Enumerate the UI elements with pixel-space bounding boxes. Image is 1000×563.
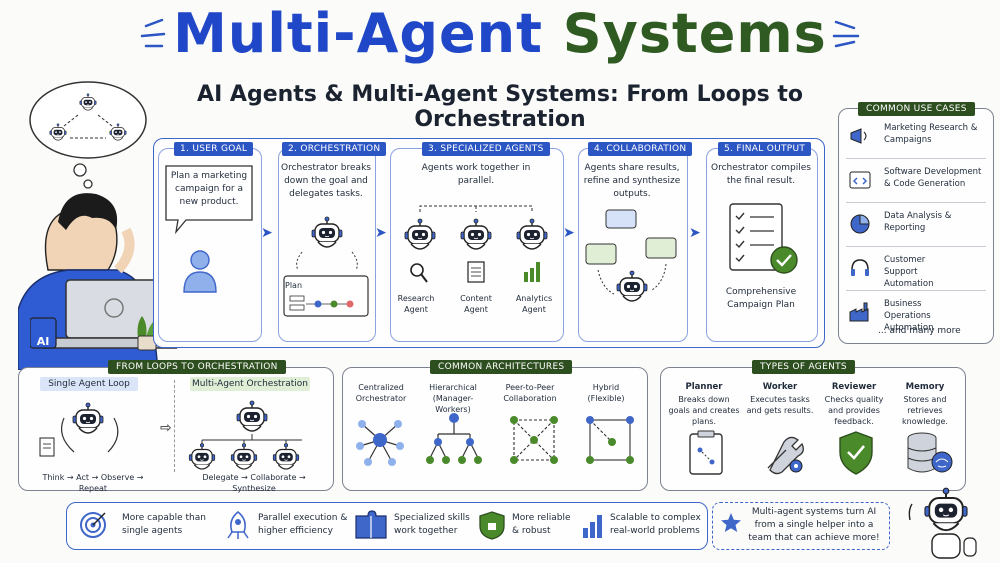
agents-illustration <box>404 205 548 283</box>
title-part-1: Multi-Agent <box>173 2 543 65</box>
benefit-text: Specialized skills work together <box>394 513 470 536</box>
planner-title: Planner <box>685 382 723 392</box>
use-case-text: Customer Support Automation <box>884 255 934 289</box>
use-case-text: Marketing Research & Campaigns <box>884 123 978 145</box>
arch-hierarchical-label: Hierarchical (Manager-Workers) <box>429 383 477 414</box>
loop-transition-arrow-icon: ⇨ <box>160 420 172 436</box>
clipboard-icon <box>689 430 723 475</box>
multi-agent-orchestration-label: Multi-Agent Orchestration <box>190 377 310 391</box>
worker-desc: Executes tasks and gets results. <box>746 395 814 415</box>
arrow-1-icon: ➤ <box>261 225 273 241</box>
star-icon <box>721 513 741 532</box>
use-case-text: Software Development & Code Generation <box>884 167 982 189</box>
arrow-3-icon: ➤ <box>563 225 575 241</box>
pie-chart-icon <box>850 214 870 234</box>
bar-chart-icon <box>583 515 602 538</box>
shield-check-icon <box>839 431 873 475</box>
analytics-agent-label: Analytics Agent <box>515 294 553 314</box>
page-title: Multi-Agent Systems <box>0 2 1000 65</box>
arch-peer-to-peer-label: Peer-to-Peer Collaboration <box>503 383 557 403</box>
loops-divider <box>174 380 175 472</box>
benefit-text: Scalable to complex real-world problems <box>610 513 701 536</box>
arch-hybrid-label: Hybrid (Flexible) <box>587 383 625 403</box>
benefit-text: More reliable & robust <box>512 513 571 536</box>
single-loop-caption: Think → Act → Observe → Repeat <box>42 473 144 493</box>
research-agent-label: Research Agent <box>397 294 435 314</box>
stage-5-label: 5. FINAL OUTPUT <box>718 142 812 156</box>
architecture-diagrams <box>356 413 634 466</box>
checklist-icon <box>729 203 798 274</box>
left-sparkle-icon <box>140 18 166 48</box>
stage-5-text: Orchestrator compiles the final result. <box>711 163 811 186</box>
use-cases-more: ... and many more <box>878 326 961 336</box>
reviewer-title: Reviewer <box>831 382 877 392</box>
stage-1-text: Plan a marketing campaign for a new prod… <box>170 171 248 207</box>
multi-orchestration-caption: Delegate → Collaborate → Synthesize <box>202 473 306 493</box>
speech-bubble-icon <box>165 165 253 234</box>
loops-label: FROM LOOPS TO ORCHESTRATION <box>108 360 286 374</box>
single-agent-loop-diagram <box>39 402 119 457</box>
use-case-item: Business Operations Automation <box>846 294 986 334</box>
code-icon <box>849 171 871 189</box>
laptop-illustration <box>30 279 178 351</box>
use-case-item: Software Development & Code Generation <box>846 162 986 203</box>
worker-title: Worker <box>762 382 798 392</box>
use-case-text: Business Operations Automation <box>884 299 934 333</box>
laptop-badge: AI <box>36 335 50 348</box>
arch-centralized-label: Centralized Orchestrator <box>355 383 407 403</box>
memory-desc: Stores and retrieves knowledge. <box>902 395 948 426</box>
architectures-label: COMMON ARCHITECTURES <box>430 360 573 374</box>
closing-text: Multi-agent systems turn AI from a singl… <box>748 507 880 543</box>
arrow-4-icon: ➤ <box>689 225 701 241</box>
database-brain-icon <box>907 432 953 473</box>
stage-3-label: 3. SPECIALIZED AGENTS <box>422 142 550 156</box>
use-case-item: Data Analysis & Reporting <box>846 206 986 247</box>
use-cases-label: COMMON USE CASES <box>858 102 975 116</box>
orchestrator-robot-icon <box>283 216 369 317</box>
plan-label: Plan <box>285 281 303 290</box>
multi-agent-orchestration-diagram <box>188 400 302 470</box>
memory-title: Memory <box>905 382 945 392</box>
use-case-item: Customer Support Automation <box>846 250 986 291</box>
headset-icon <box>851 259 869 276</box>
agent-types-label: TYPES OF AGENTS <box>752 360 855 374</box>
use-case-text: Data Analysis & Reporting <box>884 211 952 233</box>
factory-icon <box>849 302 869 322</box>
closing-panel <box>712 502 890 550</box>
target-icon <box>80 512 106 538</box>
shield-icon <box>479 511 505 540</box>
user-icon <box>183 250 217 293</box>
title-part-2: Systems <box>562 2 827 65</box>
waving-robot-icon <box>908 487 977 559</box>
stage-4-text: Agents share results, refine and synthes… <box>583 163 681 199</box>
planner-desc: Breaks down goals and creates plans. <box>668 395 740 426</box>
single-agent-loop-label: Single Agent Loop <box>40 377 138 391</box>
stage-2-label: 2. ORCHESTRATION <box>282 142 387 156</box>
megaphone-icon <box>850 128 867 144</box>
stage-3-text: Agents work together in parallel. <box>421 163 531 186</box>
subtitle: AI Agents & Multi-Agent Systems: From Lo… <box>197 82 803 132</box>
puzzle-icon <box>355 510 387 539</box>
arrow-2-icon: ➤ <box>375 225 387 241</box>
rocket-icon <box>227 510 249 539</box>
stage-1-label: 1. USER GOAL <box>174 142 254 156</box>
final-result-label: Comprehensive Campaign Plan <box>725 287 797 310</box>
right-sparkle-icon <box>832 20 860 48</box>
benefit-text: More capable than single agents <box>122 513 206 536</box>
stage-2-text: Orchestrator breaks down the goal and de… <box>281 163 371 199</box>
stage-4-label: 4. COLLABORATION <box>588 142 693 156</box>
content-agent-label: Content Agent <box>460 294 492 314</box>
benefit-text: Parallel execution & higher efficiency <box>258 513 348 536</box>
wrench-gear-icon <box>767 436 804 475</box>
reviewer-desc: Checks quality and provides feedback. <box>824 395 884 426</box>
use-case-item: Marketing Research & Campaigns <box>846 118 986 159</box>
collaboration-illustration <box>585 209 677 302</box>
